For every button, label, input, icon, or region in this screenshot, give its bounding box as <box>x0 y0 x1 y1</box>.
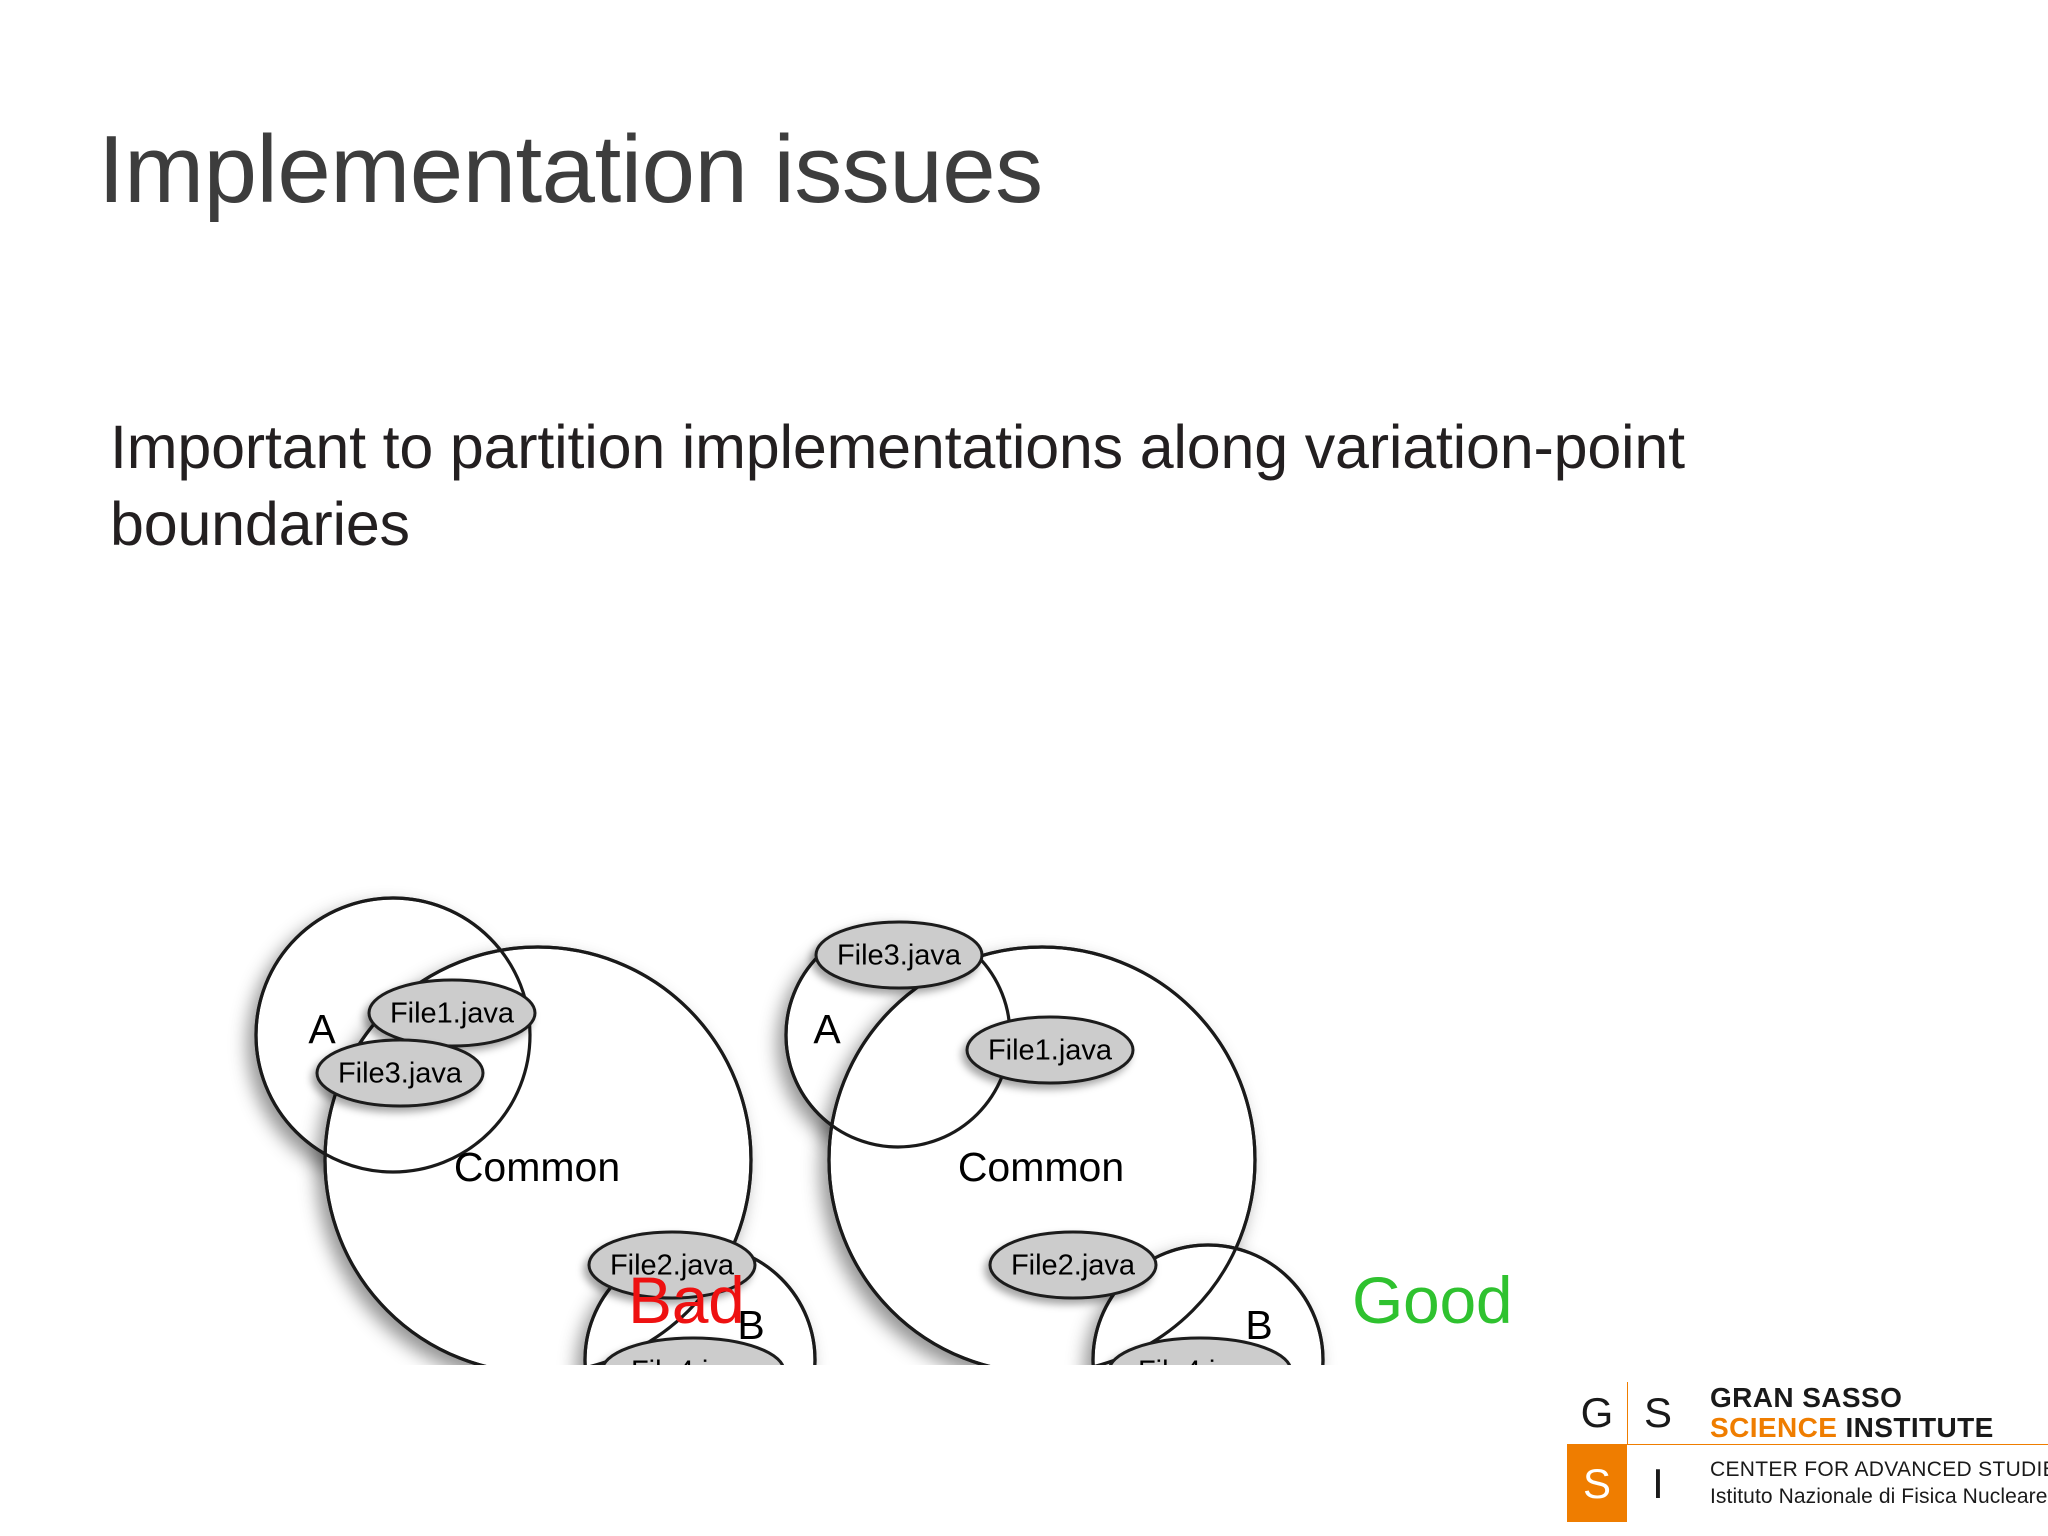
good-file1-ellipse <box>965 1015 1135 1085</box>
bad-label-b: B <box>737 1302 764 1348</box>
good-circle-b-outline <box>1091 1243 1325 1365</box>
logo-word-institute: INSTITUTE <box>1837 1412 1994 1443</box>
logo-vertical-rule <box>1627 1382 1628 1444</box>
good-label-common: Common <box>958 1144 1124 1190</box>
good-file4-ellipse <box>1108 1336 1292 1365</box>
caption-good: Good <box>1352 1263 1513 1337</box>
good-file3-node: File3.java <box>814 920 984 990</box>
venn-diagram-svg: A Common B File1.java File3.java File2.j… <box>254 896 1325 1365</box>
bad-file2-label: File2.java <box>610 1250 735 1282</box>
slide-body-text: Important to partition implementations a… <box>110 413 1685 559</box>
logo-horizontal-rule <box>1567 1444 2048 1445</box>
logo-letter-s-bottom: S <box>1567 1445 1627 1522</box>
good-label-b: B <box>1245 1302 1272 1348</box>
logo-word-science: SCIENCE <box>1710 1412 1838 1443</box>
good-file1-node: File1.java <box>965 1015 1135 1085</box>
logo-letter-s-top: S <box>1643 1389 1672 1436</box>
logo-text-bottom: CENTER FOR ADVANCED STUDIES Istituto Naz… <box>1688 1445 2048 1522</box>
bad-label-a: A <box>308 1006 336 1052</box>
good-file2-ellipse <box>988 1230 1158 1300</box>
good-file3-ellipse <box>814 920 984 990</box>
good-file1-label: File1.java <box>988 1035 1113 1067</box>
bad-file3-ellipse <box>315 1038 485 1108</box>
logo-line-infn: Istituto Nazionale di Fisica Nucleare <box>1710 1485 2048 1508</box>
page-title: Implementation issues <box>98 116 1043 224</box>
logo-line-center-studies: CENTER FOR ADVANCED STUDIES <box>1710 1458 2048 1481</box>
caption-bad: Bad <box>628 1263 745 1337</box>
bad-file3-label: File3.java <box>338 1058 463 1090</box>
good-file4-node: File4.java <box>1108 1336 1292 1365</box>
bad-file4-node: File4.java <box>601 1336 785 1365</box>
good-diagram-group: A Common B File3.java File1.java File2.j… <box>784 920 1325 1365</box>
bad-file4-label: File4.java <box>631 1356 756 1365</box>
bad-label-common: Common <box>454 1144 620 1190</box>
bad-file2-ellipse <box>587 1230 757 1300</box>
bad-file3-node: File3.java <box>315 1038 485 1108</box>
logo-line-gran-sasso: GRAN SASSO <box>1710 1382 1903 1414</box>
bad-file2-node: File2.java <box>587 1230 757 1300</box>
good-file2-label: File2.java <box>1011 1250 1136 1282</box>
good-file3-label: File3.java <box>837 940 962 972</box>
diagram-container: A Common B File1.java File3.java File2.j… <box>0 505 2048 1365</box>
logo-letter-g: G <box>1580 1389 1614 1436</box>
gssi-logo: G S GRAN SASSO SCIENCE INSTITUTE S I CEN… <box>1567 1382 2048 1522</box>
logo-line-science-institute: SCIENCE INSTITUTE <box>1710 1413 2048 1443</box>
bad-diagram-group: A Common B File1.java File3.java File2.j… <box>254 896 817 1365</box>
logo-letter-i: I <box>1652 1459 1664 1507</box>
bad-file1-label: File1.java <box>390 998 515 1030</box>
bad-circle-a-outline <box>254 896 532 1174</box>
good-label-a: A <box>813 1006 841 1052</box>
good-circle-common-outline <box>827 945 1257 1365</box>
bad-circle-common-outline <box>323 945 753 1365</box>
bad-file1-node: File1.java <box>367 978 537 1048</box>
logo-text-top: GRAN SASSO SCIENCE INSTITUTE <box>1688 1382 2048 1444</box>
good-file4-label: File4.java <box>1138 1356 1263 1365</box>
good-file2-node: File2.java <box>988 1230 1158 1300</box>
bad-file4-ellipse <box>601 1336 785 1365</box>
